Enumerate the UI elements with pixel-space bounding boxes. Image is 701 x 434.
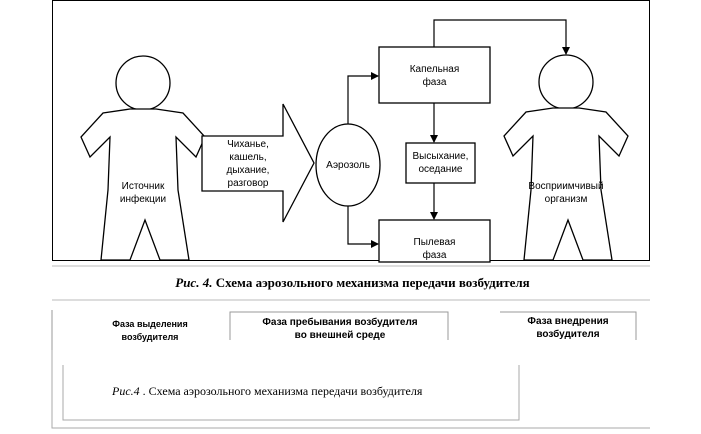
- aerosol-label: Аэрозоль: [326, 160, 370, 171]
- transmission-actions-label: Чиханье, кашель, дыхание, разговор: [226, 139, 270, 189]
- phase-stay-label: Фаза пребывания возбудителя во внешней с…: [262, 317, 418, 341]
- droplet-to-receiver-arrow: [433, 19, 570, 55]
- drying-box: [405, 142, 476, 184]
- lower-caption-frame: [62, 365, 520, 421]
- receiver-person-figure: [503, 54, 629, 261]
- phase-entry-box: [500, 311, 637, 340]
- lower-caption-text: . Схема аэрозольного механизма передачи …: [139, 384, 423, 398]
- receiver-label: Восприимчивый организм: [528, 181, 604, 205]
- phase-entry-label: Фаза внедрения возбудителя: [527, 316, 609, 340]
- drying-label: Высыхание, оседание: [412, 151, 469, 175]
- dust-phase-box: [378, 219, 491, 263]
- diagram-frame: [52, 0, 650, 261]
- transmission-block-arrow: [201, 103, 315, 223]
- aerosol-to-droplet-arrow: [347, 72, 379, 124]
- phase-stay-box: [229, 311, 449, 340]
- phase-release-label: Фаза выделения возбудителя: [112, 319, 188, 342]
- lower-caption: Рис.4 . Схема аэрозольного механизма пер…: [112, 384, 422, 399]
- droplet-phase-label: Капельная фаза: [409, 64, 460, 88]
- lower-caption-prefix: Рис.4: [112, 384, 140, 398]
- page-bottom-frame: [51, 350, 650, 429]
- source-person-figure: [80, 55, 206, 261]
- source-label: Источник инфекции: [119, 181, 167, 205]
- figure-caption-prefix: Рис. 4.: [175, 275, 213, 290]
- dust-phase-label: Пылевая фаза: [413, 237, 456, 261]
- figure-caption: Рис. 4. Схема аэрозольного механизма пер…: [60, 275, 645, 291]
- figure-caption-text: Схема аэрозольного механизма передачи во…: [215, 275, 530, 290]
- aerosol-to-dust-arrow: [347, 206, 379, 248]
